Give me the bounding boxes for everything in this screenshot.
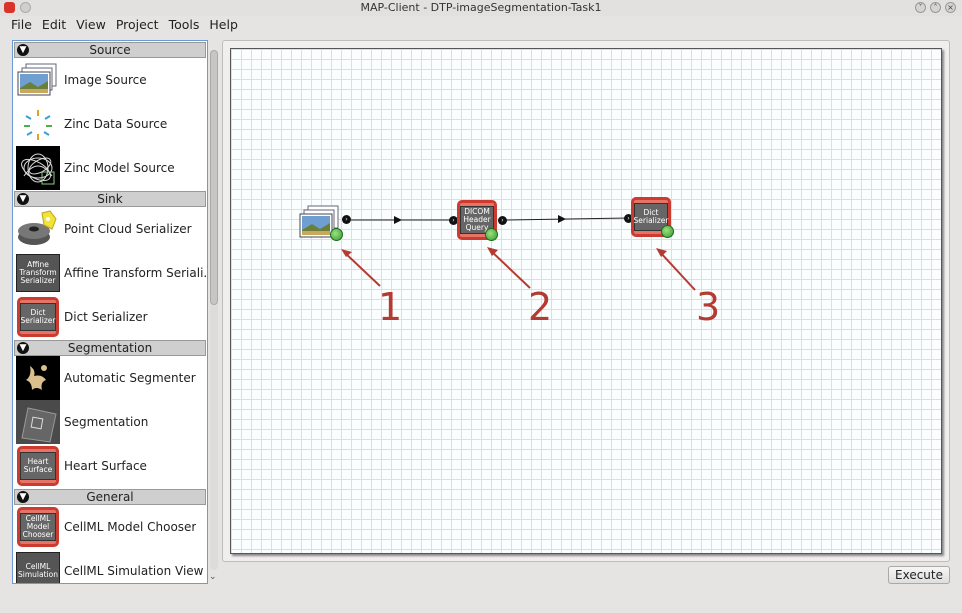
palette-item-label: Heart Surface: [64, 459, 147, 473]
palette-item-image-source[interactable]: Image Source: [13, 58, 207, 102]
configure-gear-icon[interactable]: [485, 228, 498, 241]
collapse-arrow-icon[interactable]: ▼: [17, 44, 29, 56]
input-port-icon[interactable]: ›: [624, 214, 633, 223]
section-header-general[interactable]: ▼ General: [14, 489, 206, 505]
image-stack-icon: [16, 58, 60, 102]
palette-item-dict-serializer[interactable]: Dict Serializer Dict Serializer: [13, 295, 207, 339]
palette-item-label: Dict Serializer: [64, 310, 148, 324]
palette-item-zinc-model-source[interactable]: Zinc Model Source: [13, 146, 207, 190]
palette-item-label: Zinc Data Source: [64, 117, 168, 131]
node-label: DICOM Header Query: [460, 206, 494, 234]
output-port-icon[interactable]: ›: [342, 215, 351, 224]
palette-item-label: Image Source: [64, 73, 147, 87]
step-palette: ▼ Source Image Source: [12, 40, 208, 584]
scrollbar-track[interactable]: [210, 50, 218, 570]
palette-item-label: Automatic Segmenter: [64, 371, 196, 385]
cellml-chooser-icon: CellML Model Chooser: [16, 505, 60, 549]
palette-item-label: CellML Simulation View: [64, 564, 204, 578]
palette-item-automatic-segmenter[interactable]: Automatic Segmenter: [13, 356, 207, 400]
palette-scrollbar[interactable]: ⌄: [208, 40, 220, 584]
heart-surface-icon: Heart Surface: [16, 444, 60, 488]
palette-item-affine-transform-serializer[interactable]: Affine Transform Serializer Affine Trans…: [13, 251, 207, 295]
palette-item-label: CellML Model Chooser: [64, 520, 197, 534]
cellml-sim-icon: CellML Simulation: [16, 549, 60, 583]
menu-file[interactable]: File: [11, 17, 32, 32]
section-header-segmentation[interactable]: ▼ Segmentation: [14, 340, 206, 356]
palette-item-label: Point Cloud Serializer: [64, 222, 192, 236]
output-port-icon[interactable]: ›: [498, 216, 507, 225]
menu-edit[interactable]: Edit: [41, 17, 67, 32]
segmentation-icon: [16, 400, 60, 444]
scroll-down-icon[interactable]: ⌄: [209, 572, 217, 582]
palette-item-zinc-data-source[interactable]: Zinc Data Source: [13, 102, 207, 146]
menu-view[interactable]: View: [76, 17, 106, 32]
close-icon[interactable]: ×: [945, 2, 956, 13]
zinc-model-icon: [16, 146, 60, 190]
app-icon[interactable]: [4, 2, 15, 13]
affine-serializer-icon: Affine Transform Serializer: [16, 251, 60, 295]
palette-item-segmentation[interactable]: Segmentation: [13, 400, 207, 444]
collapse-arrow-icon[interactable]: ▼: [17, 491, 29, 503]
window-title: MAP-Client - DTP-imageSegmentation-Task1: [360, 1, 602, 14]
point-cloud-icon: [16, 207, 60, 251]
maximize-icon[interactable]: ˄: [930, 2, 941, 13]
collapse-arrow-icon[interactable]: ▼: [17, 193, 29, 205]
menu-help[interactable]: Help: [209, 17, 238, 32]
configure-gear-icon[interactable]: [661, 225, 674, 238]
workflow-node-image-source[interactable]: ›: [298, 204, 351, 243]
configure-gear-icon[interactable]: [330, 228, 343, 241]
workflow-canvas[interactable]: [230, 48, 942, 554]
collapse-arrow-icon[interactable]: ▼: [17, 342, 29, 354]
menu-project[interactable]: Project: [115, 17, 159, 32]
image-stack-icon: [299, 205, 339, 238]
zinc-data-icon: [16, 102, 60, 146]
palette-item-cellml-model-chooser[interactable]: CellML Model Chooser CellML Model Choose…: [13, 505, 207, 549]
annotation-label-1: 1: [378, 285, 403, 329]
window-menu-icon[interactable]: [20, 2, 31, 13]
section-header-sink[interactable]: ▼ Sink: [14, 191, 206, 207]
palette-item-heart-surface[interactable]: Heart Surface Heart Surface: [13, 444, 207, 488]
palette-item-label: Segmentation: [64, 415, 149, 429]
palette-item-label: Affine Transform Seriali...: [64, 266, 207, 280]
palette-item-point-cloud-serializer[interactable]: Point Cloud Serializer: [13, 207, 207, 251]
execute-button[interactable]: Execute: [888, 566, 950, 584]
annotation-label-3: 3: [696, 285, 721, 329]
menu-bar: File Edit View Project Tools Help: [0, 16, 962, 36]
palette-item-cellml-simulation-view[interactable]: CellML Simulation CellML Simulation View: [13, 549, 207, 583]
section-header-source[interactable]: ▼ Source: [14, 42, 206, 58]
auto-segmenter-icon: [16, 356, 60, 400]
input-port-icon[interactable]: ›: [449, 216, 458, 225]
palette-item-label: Zinc Model Source: [64, 161, 175, 175]
minimize-icon[interactable]: ˅: [915, 2, 926, 13]
dict-serializer-icon: Dict Serializer: [16, 295, 60, 339]
menu-tools[interactable]: Tools: [168, 17, 200, 32]
title-bar: MAP-Client - DTP-imageSegmentation-Task1…: [0, 0, 962, 16]
scrollbar-thumb[interactable]: [210, 50, 218, 305]
annotation-label-2: 2: [528, 285, 553, 329]
